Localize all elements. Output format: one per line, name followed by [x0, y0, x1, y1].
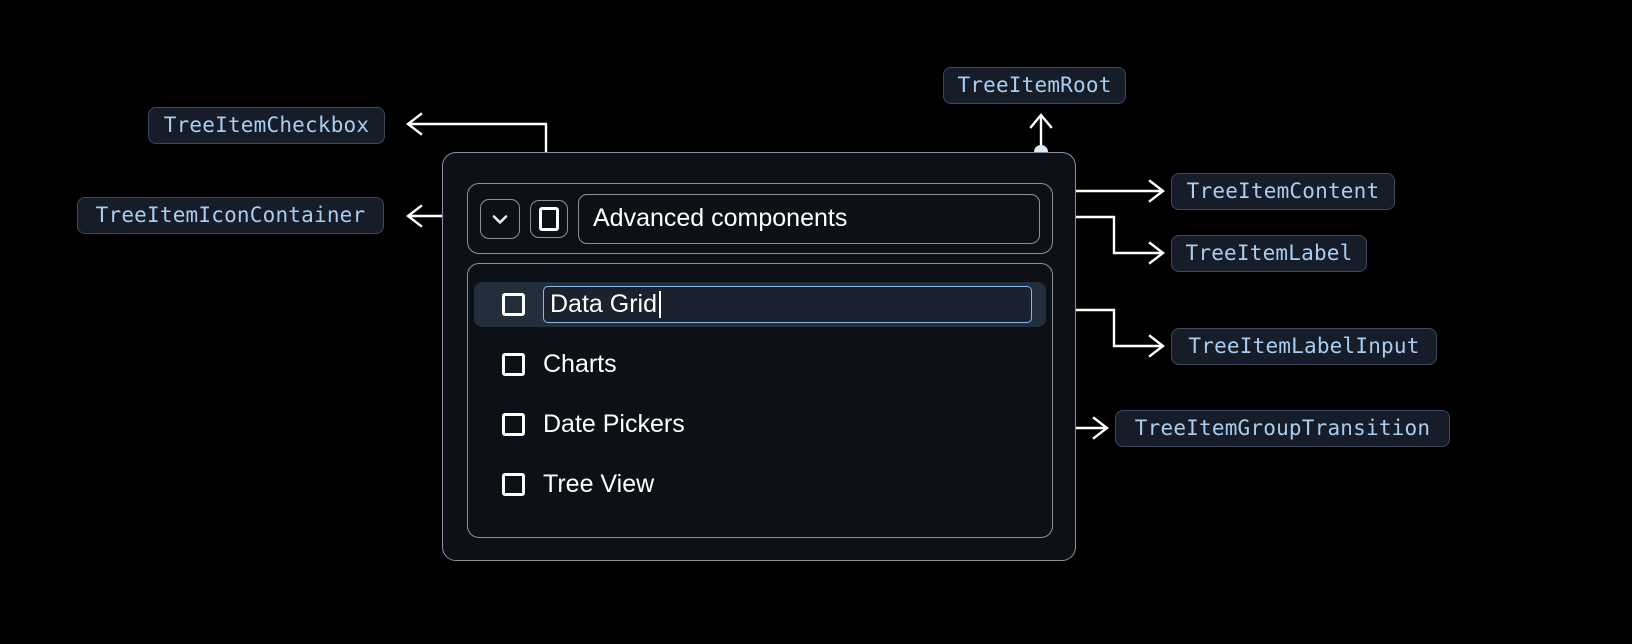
tree-item-row-data-grid[interactable]: Data Grid: [474, 282, 1046, 327]
annotation-chip-tree-item-label-input: TreeItemLabelInput: [1171, 328, 1437, 365]
label-input-value: Data Grid: [550, 290, 657, 318]
tree-item-checkbox[interactable]: [530, 199, 568, 238]
tree-item-label[interactable]: Advanced components: [578, 193, 1040, 244]
tree-item-checkbox-data-grid[interactable]: [502, 293, 525, 316]
tree-item-checkbox-charts[interactable]: [502, 353, 525, 376]
tree-item-root[interactable]: Advanced components Data Grid Charts Dat…: [442, 152, 1076, 561]
tree-item-content[interactable]: Advanced components: [467, 183, 1053, 254]
checkbox-box-icon: [539, 206, 559, 231]
annotation-chip-tree-item-root: TreeItemRoot: [943, 67, 1126, 104]
tree-item-checkbox-date-pickers[interactable]: [502, 413, 525, 436]
tree-item-row-tree-view[interactable]: Tree View: [474, 462, 1046, 507]
tree-item-row-date-pickers[interactable]: Date Pickers: [474, 402, 1046, 447]
annotation-chip-tree-item-icon-container: TreeItemIconContainer: [77, 197, 384, 234]
tree-item-label-input[interactable]: Data Grid: [543, 286, 1032, 323]
tree-item-checkbox-tree-view[interactable]: [502, 473, 525, 496]
tree-item-icon-container[interactable]: [480, 198, 520, 239]
tree-item-row-charts[interactable]: Charts: [474, 342, 1046, 387]
annotation-chip-tree-item-content: TreeItemContent: [1171, 173, 1395, 210]
annotation-chip-tree-item-label: TreeItemLabel: [1171, 235, 1367, 272]
annotation-chip-tree-item-group-transition: TreeItemGroupTransition: [1115, 410, 1450, 447]
text-caret: [658, 291, 661, 318]
chevron-down-icon: [492, 214, 508, 224]
annotation-chip-tree-item-checkbox: TreeItemCheckbox: [148, 107, 385, 144]
tree-item-group-transition: Data Grid Charts Date Pickers Tree View: [467, 263, 1053, 538]
tree-item-label-tree-view: Tree View: [543, 470, 655, 498]
tree-item-label-charts: Charts: [543, 350, 617, 378]
tree-item-label-date-pickers: Date Pickers: [543, 410, 685, 438]
